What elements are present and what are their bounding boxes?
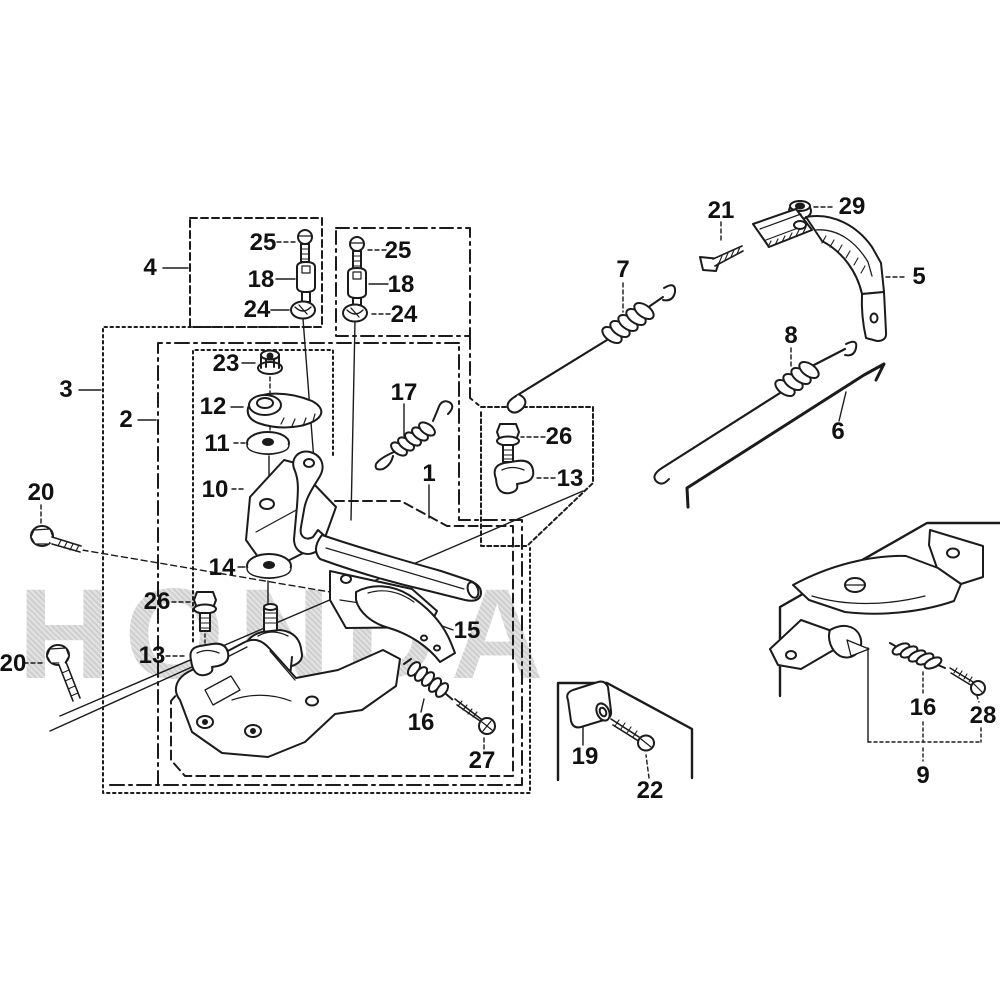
- callout-13[interactable]: 13: [138, 642, 166, 669]
- axis-24-left-down: [303, 319, 314, 461]
- screw-25-right: [350, 237, 364, 269]
- callout-27[interactable]: 27: [468, 747, 496, 774]
- callout-2[interactable]: 2: [119, 406, 133, 433]
- bolt-20-upper: [31, 526, 81, 552]
- callout-12[interactable]: 12: [199, 393, 227, 420]
- callout-21[interactable]: 21: [707, 197, 735, 224]
- callout-6[interactable]: 6: [831, 418, 845, 445]
- group-box-right-column: [336, 228, 481, 407]
- spring-16-center: [404, 659, 453, 700]
- callout-20[interactable]: 20: [27, 479, 55, 506]
- bracket-arm-9: [770, 530, 983, 669]
- callout-10[interactable]: 10: [201, 476, 229, 503]
- bolt-20-lower: [47, 645, 80, 701]
- group-box-2: [110, 343, 522, 785]
- washer-24-right: [343, 305, 367, 322]
- callout-24[interactable]: 24: [243, 296, 271, 323]
- washer-24-left: [291, 302, 315, 319]
- joint-18-left: [297, 262, 315, 302]
- alignment-line-20-lower-b: [50, 662, 203, 731]
- screw-27: [455, 699, 495, 734]
- group-box-inner-column: [193, 350, 333, 643]
- leader-22: [646, 755, 649, 778]
- bracket-9-28-tick: [977, 696, 981, 742]
- callout-26[interactable]: 26: [143, 588, 171, 615]
- callout-20[interactable]: 20: [0, 650, 27, 677]
- callout-16[interactable]: 16: [909, 694, 937, 721]
- callout-16[interactable]: 16: [407, 709, 435, 736]
- screw-21: [700, 246, 743, 271]
- bracket-5: [753, 209, 886, 341]
- callout-7[interactable]: 7: [616, 256, 630, 283]
- callout-18[interactable]: 18: [387, 271, 415, 298]
- callout-29[interactable]: 29: [838, 193, 866, 220]
- group-box-1: [171, 501, 513, 776]
- leader-6: [839, 392, 846, 421]
- nut-23: [258, 351, 282, 375]
- lever-hook: [293, 451, 327, 553]
- alignment-line-20-lower-a: [60, 491, 583, 716]
- leader-16-center: [421, 699, 424, 712]
- callout-18[interactable]: 18: [247, 266, 275, 293]
- callout-3[interactable]: 3: [59, 376, 73, 403]
- spring-8: [654, 342, 856, 484]
- alignment-line-20-upper: [82, 550, 330, 592]
- clamp-13-upper: [495, 461, 534, 494]
- callout-26[interactable]: 26: [545, 423, 573, 450]
- group-box-clamp-26-13: [481, 407, 593, 546]
- callout-25[interactable]: 25: [249, 229, 277, 256]
- washer-11: [247, 432, 289, 454]
- spring-17: [376, 401, 453, 469]
- bracket-15: [356, 586, 455, 662]
- callout-28[interactable]: 28: [969, 702, 997, 729]
- callout-14[interactable]: 14: [208, 554, 236, 581]
- screw-22: [611, 719, 654, 751]
- screw-25-left: [298, 230, 312, 262]
- callout-23[interactable]: 23: [212, 350, 240, 377]
- clamp-13-lower: [190, 644, 228, 676]
- callout-1[interactable]: 1: [422, 460, 436, 487]
- screw-28: [950, 668, 985, 695]
- callout-11[interactable]: 11: [204, 430, 230, 457]
- callout-8[interactable]: 8: [784, 322, 798, 349]
- joint-18-right: [348, 268, 366, 308]
- spring-7: [508, 285, 676, 412]
- rod-6: [687, 364, 884, 507]
- callout-13[interactable]: 13: [556, 465, 584, 492]
- control-handle-1: [316, 535, 481, 601]
- axis-24-right-down: [351, 321, 355, 520]
- spacer-19: [567, 682, 612, 728]
- callout-5[interactable]: 5: [912, 263, 926, 290]
- callout-4[interactable]: 4: [143, 254, 157, 281]
- callout-17[interactable]: 17: [390, 379, 418, 406]
- washer-14: [247, 554, 291, 578]
- callout-15[interactable]: 15: [453, 617, 481, 644]
- callout-9[interactable]: 9: [916, 762, 930, 789]
- bolt-26-lower: [194, 592, 216, 631]
- group-box-19-22: [558, 683, 692, 780]
- callout-22[interactable]: 22: [636, 777, 664, 804]
- bolt-26-upper: [497, 424, 519, 462]
- base-plate: [176, 640, 400, 757]
- leader-lines: [24, 207, 981, 778]
- cam-lever-12: [248, 394, 322, 428]
- pivot-stud: [264, 604, 277, 632]
- callout-19[interactable]: 19: [571, 743, 599, 770]
- group-box-3: [103, 327, 530, 793]
- spring-16-right: [890, 641, 945, 671]
- callout-25[interactable]: 25: [384, 237, 412, 264]
- callout-24[interactable]: 24: [390, 301, 418, 328]
